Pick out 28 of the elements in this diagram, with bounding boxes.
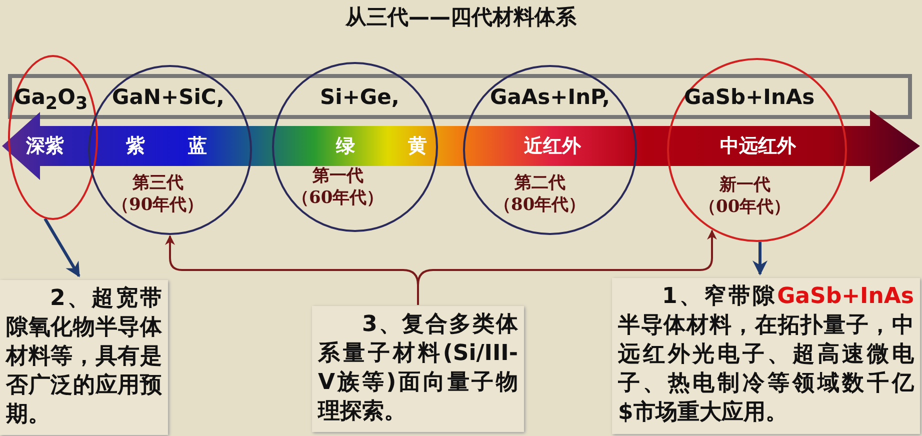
spectrum-label: 绿	[336, 136, 355, 157]
spectrum-label: 蓝	[188, 136, 207, 157]
generation-label: 第三代（90年代）	[112, 172, 204, 216]
highlight-circle	[463, 65, 637, 235]
highlight-ellipse	[8, 55, 98, 220]
material-label: Ga$_{2}$O$_{3}$	[14, 86, 88, 114]
material-label: GaSb+InAs	[684, 86, 815, 110]
material-label: GaAs+InP,	[490, 86, 610, 110]
generation-label: 第一代（60年代）	[292, 165, 384, 210]
spectrum-label: 近红外	[524, 136, 581, 157]
material-label: GaN+SiC,	[112, 86, 224, 110]
text-box: 3、复合多类体系量子材料(Si/III-V族等)面向量子物理探索。	[312, 306, 524, 432]
text-box: 2、超宽带隙氧化物半导体材料等，具有是否广泛的应用预期。	[0, 280, 168, 435]
spectrum-label: 中远红外	[720, 136, 796, 157]
title: 从三代——四代材料体系	[344, 6, 578, 30]
highlight-circle	[667, 58, 847, 242]
text-box: 1、窄带隙GaSb+InAs半导体材料，在拓扑量子，中远红外光电子、超高速微电子、热电制冷等领域数千亿$市场重大应用。	[612, 278, 920, 434]
arrow	[44, 218, 80, 278]
arrow	[752, 242, 768, 276]
generation-label: 新一代（00年代）	[699, 174, 791, 218]
generation-label: 第二代（80年代）	[494, 172, 586, 216]
highlight-circle	[88, 65, 252, 235]
spectrum-label: 黄	[408, 136, 427, 157]
highlight-circle	[272, 62, 438, 232]
spectrum-label: 深紫	[26, 136, 64, 157]
arrow	[417, 230, 717, 305]
spectrum-label: 紫	[126, 136, 145, 157]
material-label: Si+Ge,	[320, 86, 400, 110]
